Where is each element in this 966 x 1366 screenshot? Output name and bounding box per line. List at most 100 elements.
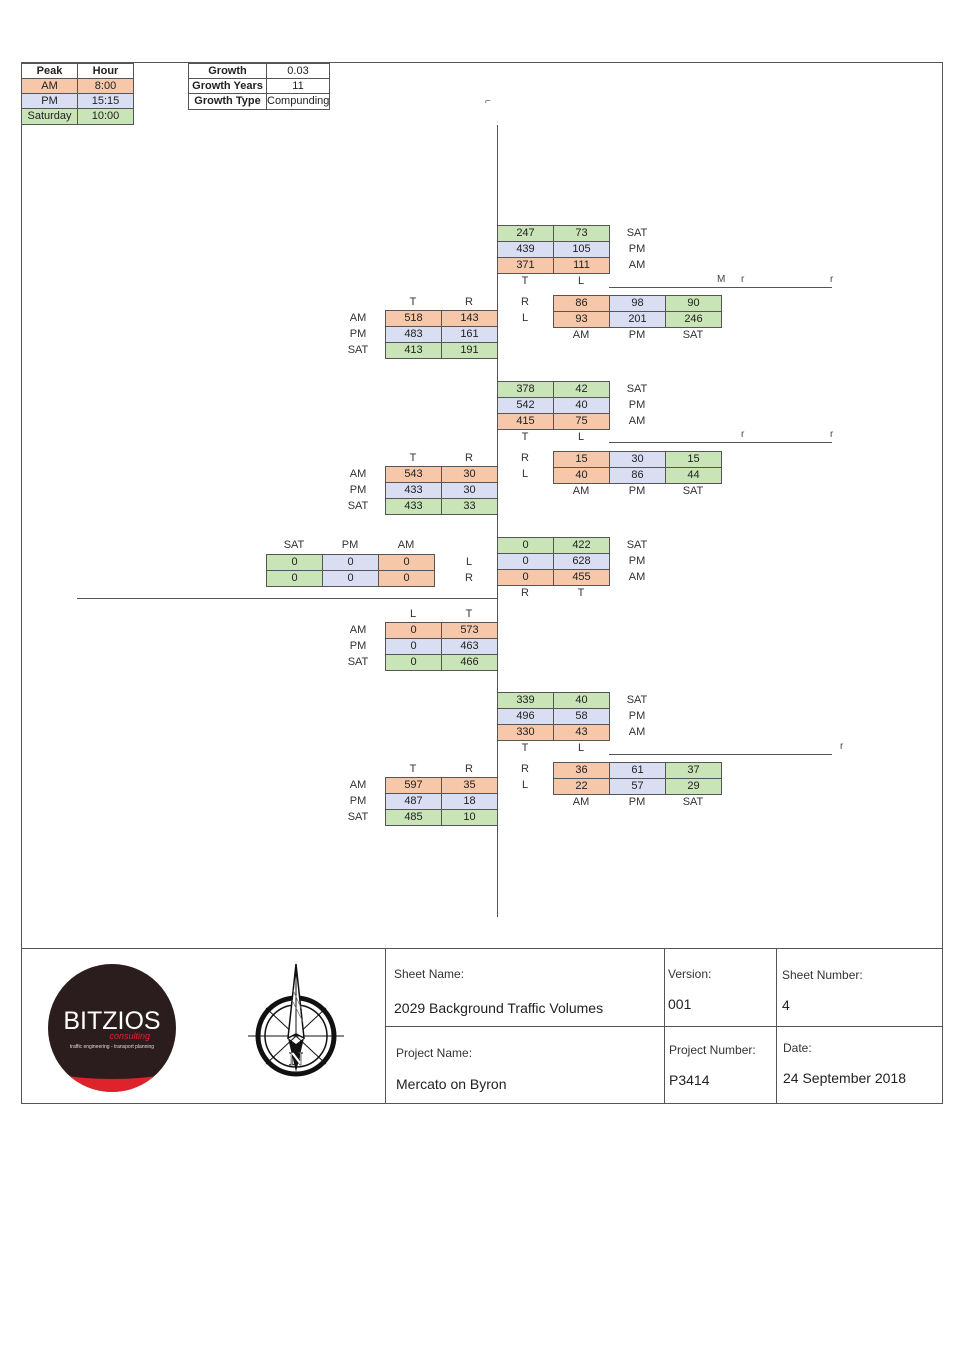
north-volume-cell-text: 0 [522,539,529,551]
north-volume-cell: 40 [553,692,610,709]
movement-header: R [465,763,473,775]
sheet-number-label: Sheet Number: [782,968,863,982]
south-volume-cell: 161 [441,326,498,343]
side-road-4-line [609,754,832,755]
period-label: SAT [626,227,648,239]
south-volume-cell-text: 35 [463,779,476,791]
legend-header-peak: Peak [21,63,78,79]
north-volume-cell-text: 628 [572,555,591,567]
sheet-name-value: 2029 Background Traffic Volumes [394,1000,604,1016]
east-volume-cell: 29 [665,778,722,795]
movement-header: T [409,763,417,775]
west-volume-cell: 0 [322,570,379,587]
west-volume-cell-text: 0 [291,556,298,568]
south-volume-cell-text: 161 [460,328,479,340]
south-volume-cell-text: 597 [404,779,423,791]
south-volume-cell-text: 573 [460,624,479,636]
east-volume-cell: 86 [609,467,666,484]
south-volume-cell: 433 [385,498,442,515]
north-volume-cell: 415 [497,413,554,430]
movement-header: L [577,275,585,287]
south-volume-cell-text: 33 [463,500,476,512]
south-volume-cell-text: 466 [460,656,479,668]
east-volume-cell-text: 90 [687,297,700,309]
period-label: SAT [626,694,648,706]
south-volume-cell-text: 433 [404,484,423,496]
south-volume-cell: 143 [441,310,498,327]
period-label: AM [397,539,415,551]
west-volume-cell-text: 0 [403,572,410,584]
movement-header: R [521,587,529,599]
movement-header: L [577,742,585,754]
period-label: SAT [682,485,704,497]
east-volume-cell: 44 [665,467,722,484]
south-volume-cell-text: 191 [460,344,479,356]
east-volume-cell: 57 [609,778,666,795]
west-volume-cell: 0 [266,570,323,587]
north-volume-cell: 496 [497,708,554,725]
period-label: AM [572,796,590,808]
movement-header: R [465,452,473,464]
east-volume-cell-text: 36 [575,764,588,776]
movement-header: R [521,452,529,464]
south-volume-cell: 191 [441,342,498,359]
period-label: SAT [626,383,648,395]
movement-header: R [465,296,473,308]
north-volume-cell: 455 [553,569,610,586]
growth-years-label: Growth Years [188,78,267,94]
east-volume-cell-text: 37 [687,764,700,776]
north-volume-cell: 439 [497,241,554,258]
east-volume-cell: 37 [665,762,722,779]
movement-header: L [577,431,585,443]
period-label: AM [349,779,367,791]
period-label: PM [628,710,646,722]
south-volume-cell: 597 [385,777,442,794]
north-volume-cell: 75 [553,413,610,430]
title-block-divider [776,948,777,1104]
project-name-value: Mercato on Byron [396,1076,507,1092]
south-volume-cell: 466 [441,654,498,671]
movement-header: T [465,608,473,620]
date-label: Date: [783,1041,812,1055]
south-volume-cell: 30 [441,482,498,499]
movement-header: L [521,312,529,324]
north-volume-cell: 42 [553,381,610,398]
logo-tagline: traffic engineering - transport planning [70,1044,154,1050]
side-road-1-line [609,287,832,288]
south-volume-cell-text: 0 [410,640,417,652]
south-volume-cell: 487 [385,793,442,810]
north-volume-cell: 40 [553,397,610,414]
period-label: PM [628,329,646,341]
stray-mark: ⌐ [485,96,491,107]
south-volume-cell-text: 485 [404,811,423,823]
south-volume-cell-text: 483 [404,328,423,340]
south-volume-cell: 0 [385,654,442,671]
south-volume-cell: 573 [441,622,498,639]
north-volume-cell: 105 [553,241,610,258]
stray-mark: M [717,274,726,285]
title-block-divider [385,948,386,1104]
west-volume-cell: 0 [378,570,435,587]
west-volume-cell: 0 [378,554,435,571]
movement-header: T [409,296,417,308]
south-volume-cell: 518 [385,310,442,327]
growth-label: Growth [188,63,267,79]
south-volume-cell: 0 [385,638,442,655]
legend-hour-am: 8:00 [77,78,134,94]
legend-header-hour: Hour [77,63,134,79]
north-volume-cell-text: 439 [516,243,535,255]
period-label: AM [628,571,646,583]
movement-header: T [409,452,417,464]
east-volume-cell: 86 [553,295,610,312]
south-volume-cell: 485 [385,809,442,826]
west-volume-cell: 0 [266,554,323,571]
north-volume-cell: 73 [553,225,610,242]
south-volume-cell-text: 0 [410,656,417,668]
east-volume-cell-text: 61 [631,764,644,776]
growth-type-value: Compunding [266,93,330,110]
period-label: SAT [283,539,305,551]
east-volume-cell-text: 201 [628,313,647,325]
period-label: PM [628,796,646,808]
period-label: AM [572,485,590,497]
